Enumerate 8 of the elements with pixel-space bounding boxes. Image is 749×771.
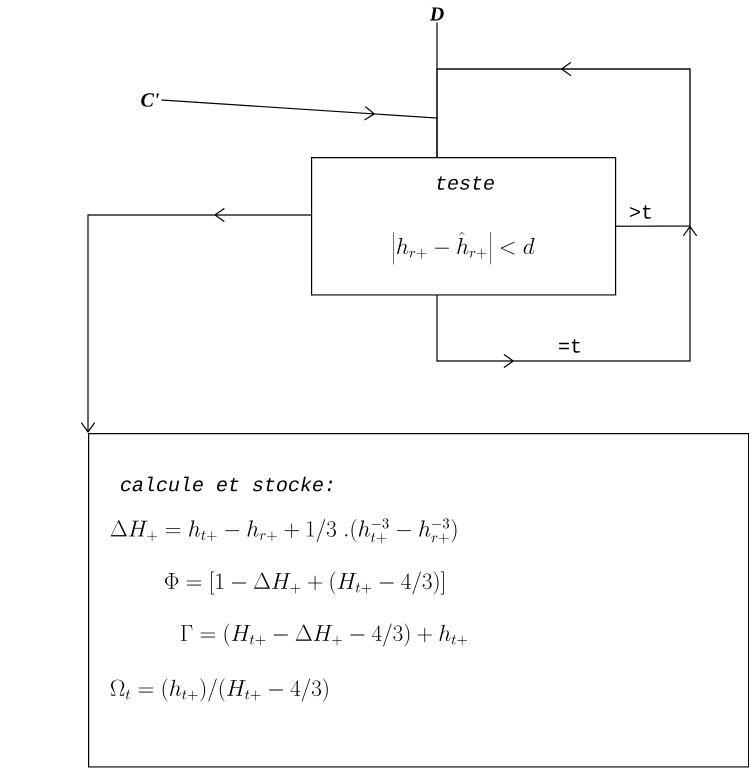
edge-label: >t <box>628 204 654 220</box>
connector <box>80 208 311 433</box>
process-box: teste $\left|h_{r+} - \hat{h}_{r+}\right| < d$ <box>311 157 616 296</box>
input-label: C' <box>141 93 160 107</box>
input-label: D <box>430 7 444 21</box>
edge-label: =t <box>556 338 584 354</box>
process-box: calcule et stocke: $\Delta H_{+} = h_{t+} - h_{r+} + 1/3\;.(h_{t+}^{-3} - h_{r+}^{-3})$ $\Phi = [1 - \Delta H_{+} + (H_{t+} - 4/3)]$ $\Gamma = (H_{t+} - \Delta H_{+} - 4/3) + h_{t+}$ $\Omega_{t} = (h_{t+})/(H_{t+} - 4/3)$ <box>88 433 749 768</box>
connector <box>436 68 691 368</box>
